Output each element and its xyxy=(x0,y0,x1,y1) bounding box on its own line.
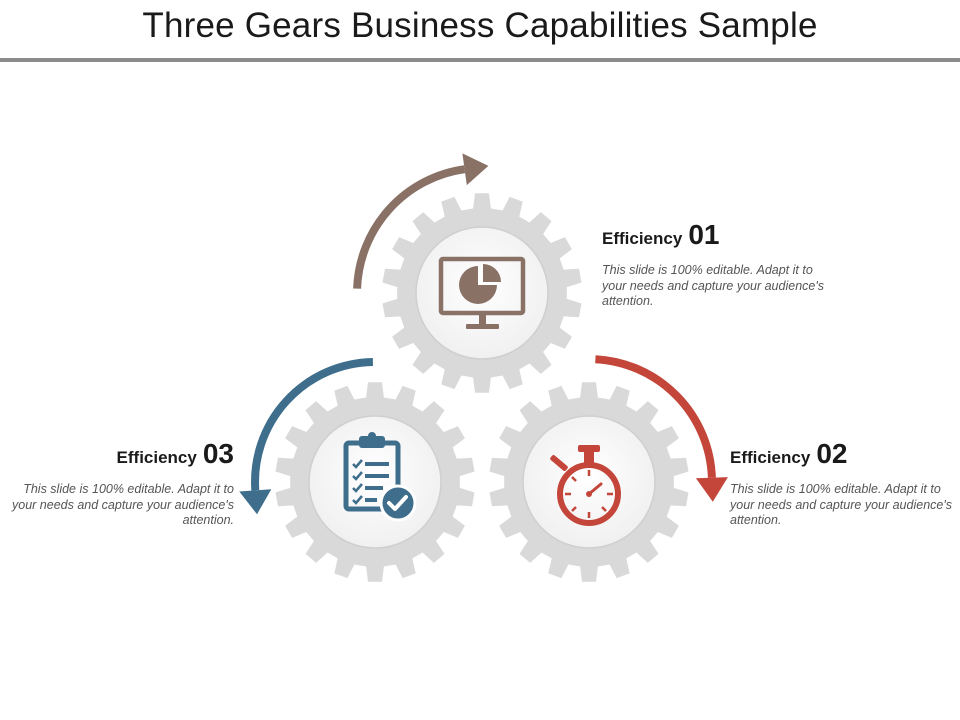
item-01-label: Efficiency xyxy=(602,229,683,248)
item-01-number: 01 xyxy=(688,219,720,250)
arrow-02 xyxy=(595,355,728,502)
title-divider xyxy=(0,58,960,62)
item-02-block: Efficiency 02 This slide is 100% editable… xyxy=(730,438,956,529)
page-title: Three Gears Business Capabilities Sample xyxy=(142,6,818,45)
item-03-heading: Efficiency 03 xyxy=(6,438,234,470)
item-01-block: Efficiency 01 This slide is 100% editable… xyxy=(602,219,832,310)
item-03-description: This slide is 100% editable. Adapt it to… xyxy=(12,482,234,527)
clipboard-checklist-icon xyxy=(343,432,417,522)
item-02-number: 02 xyxy=(816,438,848,469)
item-02-description: This slide is 100% editable. Adapt it to… xyxy=(730,482,952,527)
gear-02-disc xyxy=(522,415,656,549)
item-02-heading: Efficiency 02 xyxy=(730,438,956,470)
arrow-01 xyxy=(353,153,489,289)
gear-01 xyxy=(382,193,582,393)
item-01-heading: Efficiency 01 xyxy=(602,219,832,251)
arrow-03 xyxy=(239,358,373,515)
gear-03 xyxy=(275,382,475,582)
item-03-label: Efficiency xyxy=(116,448,197,467)
item-03-block: Efficiency 03 This slide is 100% editable… xyxy=(6,438,234,529)
item-01-description: This slide is 100% editable. Adapt it to… xyxy=(602,263,824,308)
gear-02 xyxy=(489,382,689,582)
monitor-pie-chart-icon xyxy=(438,256,526,329)
item-03-number: 03 xyxy=(202,438,234,469)
item-02-label: Efficiency xyxy=(730,448,811,467)
stopwatch-icon xyxy=(550,445,621,526)
